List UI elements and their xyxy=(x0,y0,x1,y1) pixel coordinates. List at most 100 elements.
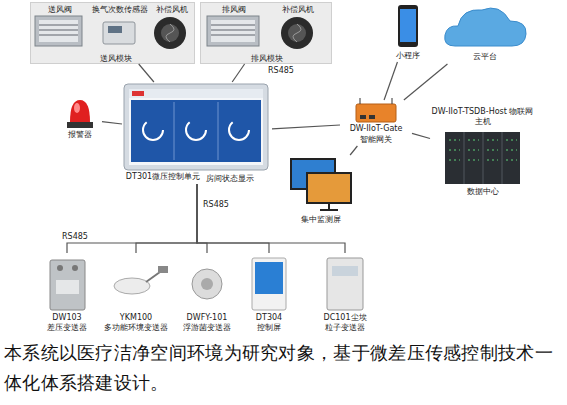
caption-text: 本系统以医疗洁净空间环境为研究对象，基于微差压传感控制技术一体化体系搭建设计。 xyxy=(4,338,566,398)
node-label: 补偿风机 xyxy=(149,5,194,15)
sensor-disk xyxy=(192,269,222,299)
node-label: 数据中心 xyxy=(430,187,535,197)
device-node: 补偿风机 xyxy=(267,5,329,51)
gateway-node: DW-IIoT-Gate智能网关 xyxy=(340,100,412,146)
phone-body xyxy=(398,5,418,47)
module-group: 排风模块 排风阀补偿风机 xyxy=(200,2,332,64)
screen-header xyxy=(129,89,263,98)
rack-divider xyxy=(464,132,502,184)
node-label: DW-IIoT-TSDB-Host 物联网主机 xyxy=(430,107,535,126)
node-label: 补偿风机 xyxy=(267,5,329,15)
node-label: Cloud Computing xyxy=(448,18,522,42)
alarm-dome xyxy=(70,100,90,122)
node-label: YKM100 xyxy=(100,313,172,323)
sensor-cable xyxy=(146,272,160,282)
node-label: 智能网关 xyxy=(340,135,412,145)
node-label: 多功能环境变送器 xyxy=(100,323,172,333)
host-node: DW-IIoT-TSDB-Host 物联网主机数据中心 xyxy=(430,107,535,200)
device-node: 排风阀 xyxy=(204,5,264,51)
connector-line xyxy=(67,184,197,253)
module-group: 送风模块 送风阀换气次数传感器补偿风机 xyxy=(30,2,195,64)
screen-logo xyxy=(132,91,144,96)
device-node: 换气次数传感器 xyxy=(89,5,151,51)
connector-line xyxy=(272,125,340,129)
node-label: DC101尘埃 粒子变送器 xyxy=(320,313,370,332)
port-symbol xyxy=(57,265,63,271)
node-label: 云平台 xyxy=(440,52,530,62)
node-label: 集中监测屏 xyxy=(288,215,354,225)
screen-gauge xyxy=(143,120,163,140)
screen-gauge xyxy=(229,120,249,140)
monitor-node: 集中监测屏 xyxy=(288,155,354,227)
app-node: 小程序 xyxy=(388,2,428,62)
connector-line xyxy=(404,64,448,100)
alarm-node: 报警器 xyxy=(58,96,102,142)
screen-area xyxy=(129,89,263,165)
phone-screen xyxy=(400,9,416,42)
node-label: 小程序 xyxy=(388,51,428,61)
monitor-screen xyxy=(292,160,334,188)
connector-line xyxy=(136,184,197,253)
node-label: DW103 xyxy=(38,313,96,323)
bus-label: RS485 xyxy=(62,232,88,241)
monitor-screen xyxy=(308,174,350,202)
gateway-antenna xyxy=(360,98,392,104)
bus-label: RS485 xyxy=(203,200,229,209)
transmitter-node: DWFY-101浮游菌变送器 xyxy=(176,253,238,335)
node-label: 送风模块 xyxy=(86,54,146,64)
cloud-shape xyxy=(445,8,526,46)
sensor-disk xyxy=(114,278,150,294)
connector-line xyxy=(412,133,430,138)
counter-display xyxy=(332,266,358,276)
node-label: DW-IIoT-Gate xyxy=(340,124,412,134)
monitor-stand xyxy=(320,204,338,210)
alarm-shine xyxy=(74,103,80,113)
transmitter-node: DC101尘埃 粒子变送器 xyxy=(312,253,378,335)
screen-divider xyxy=(174,102,218,160)
node-label: DT304 xyxy=(240,313,298,323)
transmitter-label xyxy=(56,280,79,294)
server-lights xyxy=(449,140,517,160)
node-label: 换气次数传感器 xyxy=(89,5,151,15)
sensor-core xyxy=(201,278,213,290)
screen-gauge xyxy=(186,120,206,140)
connector-line xyxy=(384,62,397,100)
screen-panel xyxy=(131,100,261,162)
counter-box xyxy=(327,258,363,310)
node-label: 送风阀 xyxy=(34,5,86,15)
node-label: 排风阀 xyxy=(204,5,264,15)
alarm-base xyxy=(67,122,93,128)
device-node: 送风阀 xyxy=(34,5,86,51)
connector-line xyxy=(102,122,122,124)
bus-label: 房间状态显示 xyxy=(206,173,254,184)
node-label: DT301微压控制单元 xyxy=(122,172,204,182)
node-label: 控制屏 xyxy=(240,323,298,333)
connector-line xyxy=(139,64,154,82)
transmitter-node: YKM100多功能环境变送器 xyxy=(100,253,172,335)
transmitter-box xyxy=(50,260,85,310)
connector-line xyxy=(197,184,207,253)
node-label: 排风模块 xyxy=(237,54,297,64)
gateway-port xyxy=(369,115,375,119)
transmitter-node: DW103差压变送器 xyxy=(38,253,96,335)
panel-body xyxy=(252,258,286,310)
server-rack xyxy=(445,132,520,184)
control-unit-node: DT301微压控制单元 xyxy=(122,82,272,184)
gateway-port xyxy=(360,115,366,119)
port-symbol xyxy=(72,265,78,271)
screen-bezel xyxy=(124,84,268,170)
bus-label: RS485 xyxy=(268,66,294,75)
connector-line xyxy=(232,64,244,82)
cloud-node: Cloud Computing 云平台 xyxy=(440,2,530,64)
sensor-probe xyxy=(158,266,168,273)
node-label: 浮游菌变送器 xyxy=(176,323,238,333)
panel-screen xyxy=(255,262,283,294)
panel-node: DT304控制屏 xyxy=(240,253,298,335)
monitor-frame xyxy=(290,158,336,190)
node-label: 报警器 xyxy=(58,130,102,140)
node-label: DWFY-101 xyxy=(176,313,238,323)
monitor-frame xyxy=(306,172,352,204)
device-node: 补偿风机 xyxy=(149,5,194,51)
connector-line xyxy=(350,146,357,155)
